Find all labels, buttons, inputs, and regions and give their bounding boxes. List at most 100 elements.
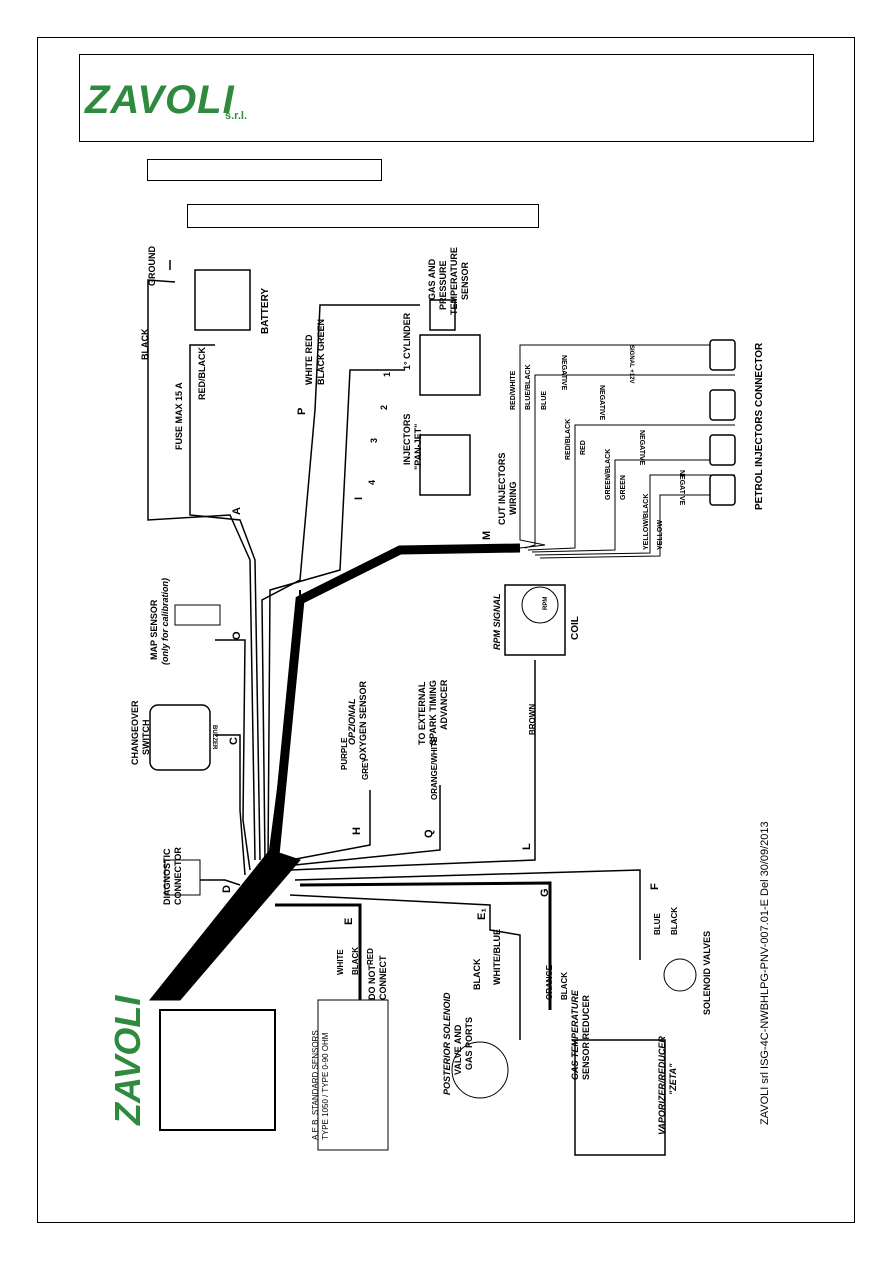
label-black-green: BLACK GREEN xyxy=(316,319,326,385)
label-changeover-2: SWITCH xyxy=(141,720,151,756)
header-box xyxy=(79,54,814,142)
brand-logo: ZAVOLI xyxy=(85,78,235,122)
label-spark-2: SPARK TIMING xyxy=(428,680,438,745)
label-brown: BROWN xyxy=(528,704,537,735)
label-black-e1: BLACK xyxy=(472,958,482,990)
label-do-not-1: DO NOT xyxy=(367,964,377,1000)
label-diagnostic-1: DIAGNOSTIC xyxy=(162,848,172,905)
injector-rail xyxy=(419,299,481,496)
injector-number-2: 2 xyxy=(379,405,389,410)
label-black-e: BLACK xyxy=(351,947,360,975)
wire-g xyxy=(299,881,552,1010)
label-aeb-1: A.E.B. STANDARD SENSORS xyxy=(311,1030,320,1140)
label-spark-1: TO EXTERNAL xyxy=(417,681,427,745)
label-solenoid: SOLENOID VALVES xyxy=(702,931,712,1015)
label-red-black: RED/BLACK xyxy=(197,347,207,400)
label-yellow-black: YELLOW/BLACK xyxy=(643,494,650,550)
aeb-box xyxy=(317,999,389,1151)
wire-letter-m: M xyxy=(481,531,493,540)
wire-letter-l: L xyxy=(521,843,533,850)
rpm-dial xyxy=(521,586,559,624)
wire-letter-e1: E₁ xyxy=(476,908,488,920)
label-red-black-2: RED/BLACK xyxy=(565,419,572,460)
label-posterior-2: VALVE AND xyxy=(453,1024,463,1075)
wire-letter-f: F xyxy=(649,883,661,890)
label-red: RED xyxy=(580,440,587,455)
label-gas-sensor-1: GAS AND xyxy=(427,258,437,300)
solenoid-valve xyxy=(663,958,697,992)
label-red-white: RED/WHITE xyxy=(510,370,517,410)
label-blue: BLUE xyxy=(541,391,548,410)
label-petrol-conn: PETROL INJECTORS CONNECTOR xyxy=(754,342,765,510)
title-box-1 xyxy=(147,159,382,181)
injector-number-4: 4 xyxy=(367,480,377,485)
label-blue-black: BLUE/BLACK xyxy=(525,365,532,411)
wire-letter-e: E xyxy=(343,918,355,925)
wire-letter-o: O xyxy=(231,631,243,640)
label-posterior-1: POSTERIOR SOLENOID xyxy=(442,992,452,1095)
label-black-g: BLACK xyxy=(560,972,569,1000)
label-fuse: FUSE MAX 15 A xyxy=(174,382,184,450)
label-spark-3: ADVANCER xyxy=(439,679,449,730)
wire-o xyxy=(215,639,251,871)
harness-cut-injectors xyxy=(270,543,521,856)
label-orange-white: ORANGE/WHITE xyxy=(430,736,439,800)
label-injectors-2: "PAN-JET" xyxy=(413,424,423,470)
map-sensor xyxy=(174,604,221,626)
label-white-blue: WHITE/BLUE xyxy=(492,929,502,985)
changeover-switch xyxy=(149,704,211,771)
wire-c xyxy=(215,734,246,876)
title-box-2 xyxy=(187,204,539,228)
label-vaporizer-1: VAPORIZER/REDUCER xyxy=(657,1036,667,1135)
brand-logo-vertical: ZAVOLI xyxy=(107,995,148,1126)
wire-letter-i: I xyxy=(353,497,365,500)
label-white: WHITE xyxy=(336,949,345,975)
label-coil: COIL xyxy=(570,616,581,640)
label-gas-sensor-3: TEMPERATURE xyxy=(449,247,459,315)
posterior-solenoid xyxy=(451,1041,509,1099)
label-gas-temp-1: GAS TEMPERATURE xyxy=(570,989,580,1080)
harness-trunk xyxy=(148,849,301,1001)
page-border xyxy=(37,37,855,1223)
label-buzzer: BUZZER xyxy=(211,725,217,750)
label-white-red: WHITE RED xyxy=(304,334,314,385)
label-grey: GREY xyxy=(361,757,370,780)
label-orange: ORANGE xyxy=(545,964,554,1000)
label-changeover-1: CHANGEOVER xyxy=(130,700,140,765)
ecu xyxy=(159,1009,276,1131)
harness xyxy=(147,279,641,1040)
brand-suffix: s.r.l. xyxy=(225,110,248,122)
diagnostic-connector xyxy=(164,859,201,896)
label-signal: SIGNAL +12V xyxy=(628,345,634,383)
label-blue-f: BLUE xyxy=(653,913,662,935)
label-ground: GROUND xyxy=(147,246,157,286)
label-cut-injectors-1: CUT INJECTORS xyxy=(497,453,507,525)
wire-letter-a: A xyxy=(231,507,243,515)
label-do-not-2: CONNECT xyxy=(378,955,388,1000)
petrol-connectors xyxy=(709,339,736,506)
wire-letter-c: C xyxy=(228,737,240,745)
wire-letter-g: G xyxy=(539,888,551,897)
wire-e1 xyxy=(289,894,521,1040)
label-negative-4: NEGATIVE xyxy=(678,470,685,506)
wire-red-white xyxy=(519,344,735,549)
label-negative-1: NEGATIVE xyxy=(560,355,567,391)
wire-letter-h: H xyxy=(351,827,363,835)
label-gas-temp-2: SENSOR REDUCER xyxy=(581,994,591,1080)
label-aeb-2: TYPE 1050 / TYPE 0-90 OHM xyxy=(321,1032,330,1140)
wire-i xyxy=(267,369,405,861)
label-negative-2: NEGATIVE xyxy=(598,385,605,421)
label-cut-injectors-2: WIRING xyxy=(508,482,518,516)
wire-l xyxy=(289,660,536,871)
label-black-f: BLACK xyxy=(670,907,679,935)
wire-f xyxy=(294,869,641,960)
label-posterior-3: GAS PORTS xyxy=(464,1017,474,1070)
label-purple: PURPLE xyxy=(340,737,349,770)
label-rpm: RPM SIGNAL xyxy=(492,593,502,650)
label-footer: ZAVOLI srl ISG-4C-NWBHLPG-PNV-007.01-E D… xyxy=(759,821,771,1125)
label-oxygen-2: OXYGEN SENSOR xyxy=(358,680,368,760)
label-oxygen-1: OPZIONAL xyxy=(347,699,357,746)
injector-number-3: 3 xyxy=(369,438,379,443)
wire-letter-p: P xyxy=(296,408,308,415)
